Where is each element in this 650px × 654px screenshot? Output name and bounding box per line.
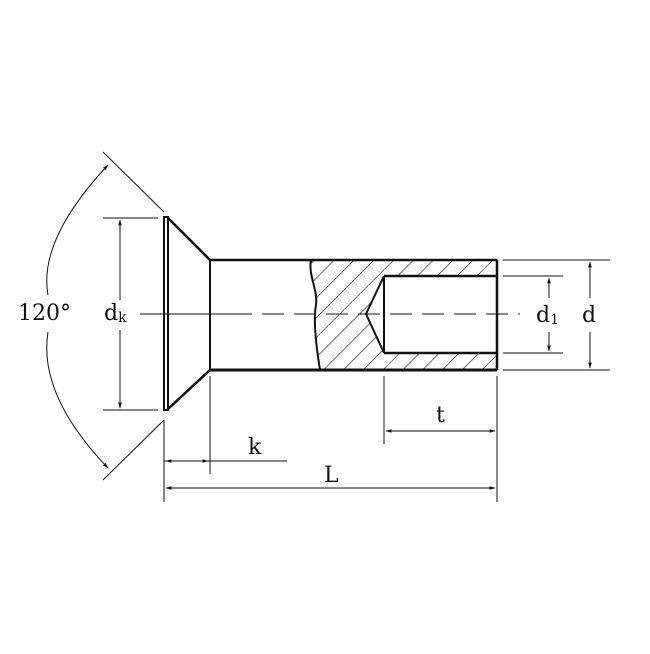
length-label: L: [324, 463, 339, 488]
length-dimensions: [163, 376, 498, 502]
rivet-shank: [210, 258, 499, 372]
hole-depth-label: t: [436, 403, 445, 428]
angle-dimension: [46, 151, 165, 481]
hole-diameter-main: d: [536, 303, 551, 328]
hole-diameter-sub: 1: [550, 312, 560, 328]
head-diameter-label: dk: [104, 301, 127, 326]
head-diameter-dimension: [103, 217, 158, 411]
head-diameter-sub: k: [118, 310, 127, 326]
shank-diameter-label: d: [582, 303, 597, 328]
head-diameter-main: d: [104, 301, 119, 326]
hole-diameter-label: d1: [536, 303, 560, 328]
angle-label: 120°: [18, 301, 71, 326]
diameter-dimensions: [503, 259, 610, 371]
head-height-label: k: [248, 435, 262, 460]
